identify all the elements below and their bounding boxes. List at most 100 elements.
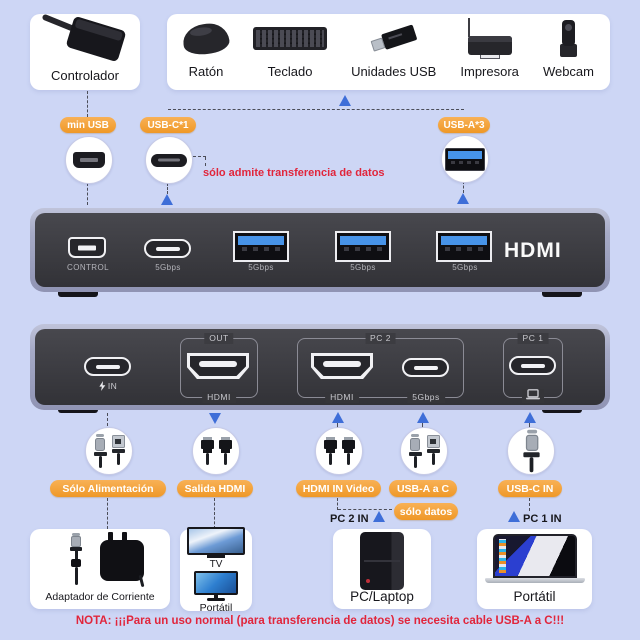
data-only-pill: sólo datos <box>394 503 458 520</box>
usb-c-a-cable-icon <box>408 434 440 468</box>
power-adapter-label: Adaptador de Corriente <box>45 591 155 603</box>
pc1-usb-c-port <box>509 356 556 375</box>
hdmi-in-pill: HDMI IN Video <box>296 480 381 497</box>
usb-a-port-circle <box>441 135 489 183</box>
pc-card: PC/Laptop <box>333 529 431 609</box>
peripheral-usb-drive: Unidades USB <box>351 18 436 86</box>
power-adapter-icon <box>42 531 158 588</box>
usb-a-icon <box>445 147 485 171</box>
peripherals-card: Ratón Teclado Unidades USB Impresora Web… <box>167 14 610 90</box>
group-title: PC 1 <box>517 333 549 344</box>
usb-c-icon <box>151 153 187 167</box>
usb-a-port <box>335 231 391 262</box>
usb-c-a-cable-icon <box>93 434 125 468</box>
peripheral-mouse: Ratón <box>181 18 231 86</box>
flow-arrow-down <box>209 413 221 424</box>
port-label: 5Gbps <box>350 263 376 272</box>
connector-line <box>168 109 464 110</box>
port-label: HDMI <box>325 392 359 403</box>
usb-c-port <box>144 239 191 258</box>
monitor-label: Portátil <box>199 601 233 614</box>
usb-a-pill: USB-A*3 <box>438 117 490 133</box>
keyboard-icon <box>253 18 328 59</box>
peripheral-webcam: Webcam <box>543 18 594 86</box>
flow-arrow-up <box>508 511 520 522</box>
connector-line <box>529 423 530 428</box>
power-adapter-card: Adaptador de Corriente <box>30 529 170 609</box>
usb-c-port-circle <box>145 136 193 184</box>
flow-arrow-up <box>524 412 536 423</box>
group-title: OUT <box>204 333 234 344</box>
data-only-note: sólo admite transferencia de datos <box>203 167 385 179</box>
flow-arrow-up <box>417 412 429 423</box>
connector-line <box>87 183 88 205</box>
port-label: CONTROL <box>67 263 109 272</box>
connector-line <box>463 181 464 193</box>
device-foot <box>58 288 98 297</box>
connector-line <box>337 498 338 510</box>
pc2-in-label: PC 2 IN <box>330 513 369 525</box>
display-card: TV Portátil <box>180 526 252 614</box>
port-label: 5Gbps <box>407 392 445 403</box>
usb-c-cable-circle <box>507 427 555 475</box>
connector-line <box>422 423 423 428</box>
connector-line <box>337 423 338 428</box>
hdmi-cable-icon <box>323 437 355 465</box>
peripheral-label: Impresora <box>460 64 519 79</box>
mini-usb-port-circle <box>65 136 113 184</box>
connector-line <box>87 91 88 117</box>
usb-hub-device: CONTROL 5Gbps 5Gbps 5Gbps 5Gbps HDMI <box>30 208 610 292</box>
tv-icon <box>187 526 245 558</box>
port-label: HDMI <box>202 392 236 403</box>
mouse-icon <box>181 18 231 59</box>
pc1-group: PC 1 <box>503 333 563 403</box>
pc2-hdmi-port <box>311 353 373 379</box>
min-usb-pill: min USB <box>60 117 116 133</box>
webcam-icon <box>559 18 577 59</box>
usb-c-pill: USB-C*1 <box>140 117 196 133</box>
flow-arrow-up <box>339 95 351 106</box>
tower-pc-icon <box>360 532 404 590</box>
laptop-glyph-icon <box>522 389 544 403</box>
connector-line <box>338 509 392 510</box>
usb-drive-icon <box>370 18 418 59</box>
lightning-icon <box>99 381 106 391</box>
connector-line <box>529 498 530 511</box>
usb-a-port <box>436 231 492 262</box>
peripheral-keyboard: Teclado <box>253 18 328 86</box>
port-label: 5Gbps <box>248 263 274 272</box>
usb-c-in-pill: USB-C IN <box>498 480 562 497</box>
power-in-label: IN <box>99 381 117 391</box>
peripheral-label: Unidades USB <box>351 64 437 79</box>
usb-a-c-cable-circle <box>400 427 448 475</box>
laptop-label: Portátil <box>513 589 556 604</box>
device-foot <box>542 288 582 297</box>
laptop-card: Portátil <box>477 529 592 609</box>
connector-line <box>167 183 168 194</box>
port-label: 5Gbps <box>155 263 181 272</box>
hdmi-out-pill: Salida HDMI <box>177 480 253 497</box>
peripheral-label: Webcam <box>542 64 594 79</box>
printer-icon <box>467 17 512 59</box>
peripheral-label: Ratón <box>188 64 224 79</box>
hdmi-out-port <box>187 353 249 379</box>
power-cable-circle <box>85 427 133 475</box>
hdmi-cable-icon <box>200 437 232 465</box>
flow-arrow-up <box>332 412 344 423</box>
peripheral-label: Teclado <box>267 64 313 79</box>
connector-line <box>193 156 206 157</box>
kvm-switch-device: IN OUT HDMI PC 2 HDMI 5Gbps PC 1 <box>30 324 610 410</box>
pc-label: PC/Laptop <box>350 589 414 604</box>
port-label: 5Gbps <box>452 263 478 272</box>
usb-c-cable-icon <box>522 429 540 473</box>
monitor-icon <box>194 570 238 601</box>
pc2-usb-c-port <box>402 358 449 377</box>
controller-icon <box>39 13 131 64</box>
hdmi-logo: HDMI <box>504 239 562 262</box>
power-only-pill: Sólo Alimentación <box>50 480 166 497</box>
mini-usb-port <box>68 237 106 258</box>
connector-line <box>205 157 206 166</box>
connector-line <box>107 413 108 426</box>
laptop-icon <box>484 534 585 583</box>
